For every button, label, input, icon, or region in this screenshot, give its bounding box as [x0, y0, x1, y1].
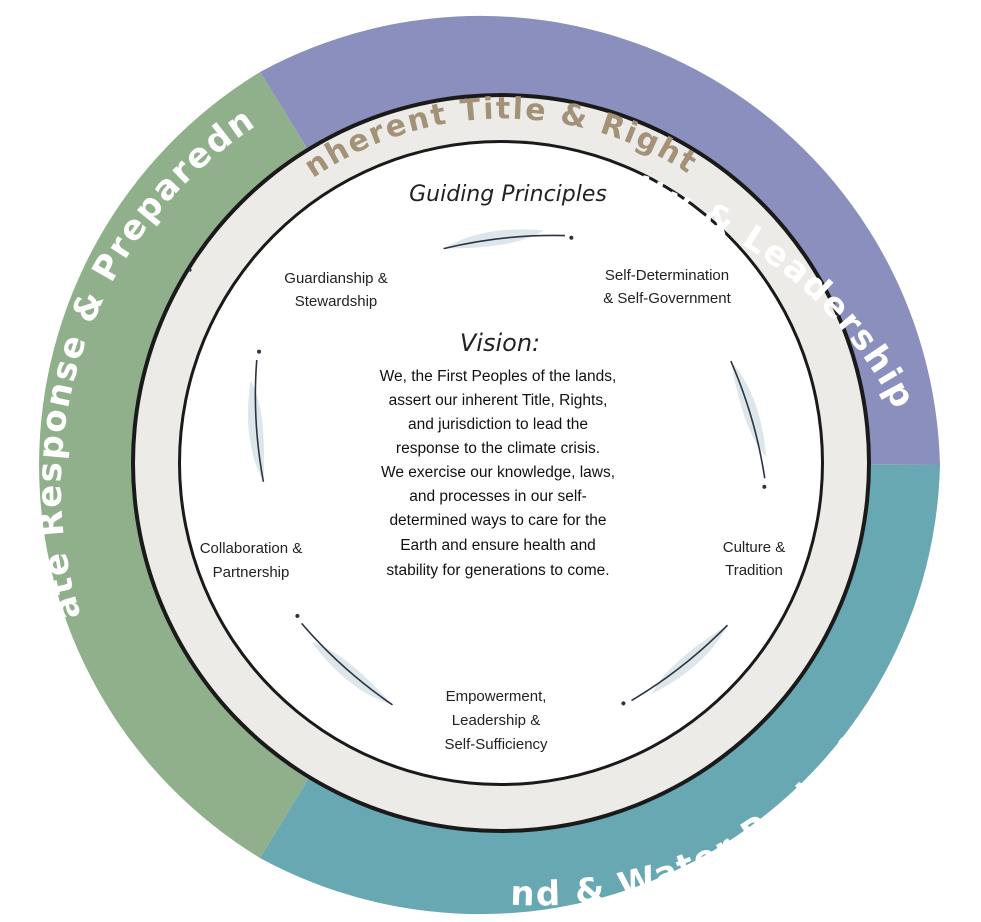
vision-title: Vision:: [460, 329, 540, 357]
principle-line: & Self-Government: [603, 290, 731, 307]
principle-line: Self-Determination: [605, 267, 729, 284]
guiding-principles-title: Guiding Principles: [409, 182, 607, 207]
feather-icon: [621, 624, 729, 706]
dot-mark: [188, 268, 192, 272]
principle-line: Partnership: [213, 564, 290, 581]
principle-line: Empowerment,: [446, 688, 547, 705]
principle-self-determination: Self-Determination & Self-Government: [603, 267, 731, 307]
vision-line: and processes in our self-: [409, 488, 586, 505]
feather-icon: [248, 349, 265, 482]
principle-line: Guardianship &: [284, 270, 387, 287]
vision-line: stability for generations to come.: [386, 562, 609, 579]
principle-collaboration: Collaboration & Partnership: [200, 540, 303, 581]
feather-icon: [295, 613, 393, 706]
vision-line: response to the climate crisis.: [396, 440, 600, 457]
principle-empowerment: Empowerment, Leadership & Self-Sufficien…: [444, 688, 548, 753]
principle-line: Self-Sufficiency: [444, 736, 548, 753]
feather-icon: [443, 229, 574, 250]
feather-icon: [730, 360, 767, 489]
principle-culture: Culture & Tradition: [723, 539, 786, 579]
vision-statement: We, the First Peoples of the lands, asse…: [380, 368, 617, 579]
principle-line: Leadership &: [452, 712, 540, 729]
principle-line: Collaboration &: [200, 540, 303, 557]
vision-line: assert our inherent Title, Rights,: [389, 392, 608, 409]
vision-line: and jurisdiction to lead the: [408, 416, 588, 433]
principle-line: Tradition: [725, 562, 783, 579]
principle-line: Culture &: [723, 539, 786, 556]
vision-line: We exercise our knowledge, laws,: [381, 464, 615, 481]
vision-line: determined ways to care for the: [389, 512, 606, 529]
vision-line: We, the First Peoples of the lands,: [380, 368, 617, 385]
vision-line: Earth and ensure health and: [400, 537, 596, 554]
principle-guardianship: Guardianship & Stewardship: [284, 270, 387, 310]
inner-circle: [181, 143, 821, 783]
principle-line: Stewardship: [295, 293, 378, 310]
